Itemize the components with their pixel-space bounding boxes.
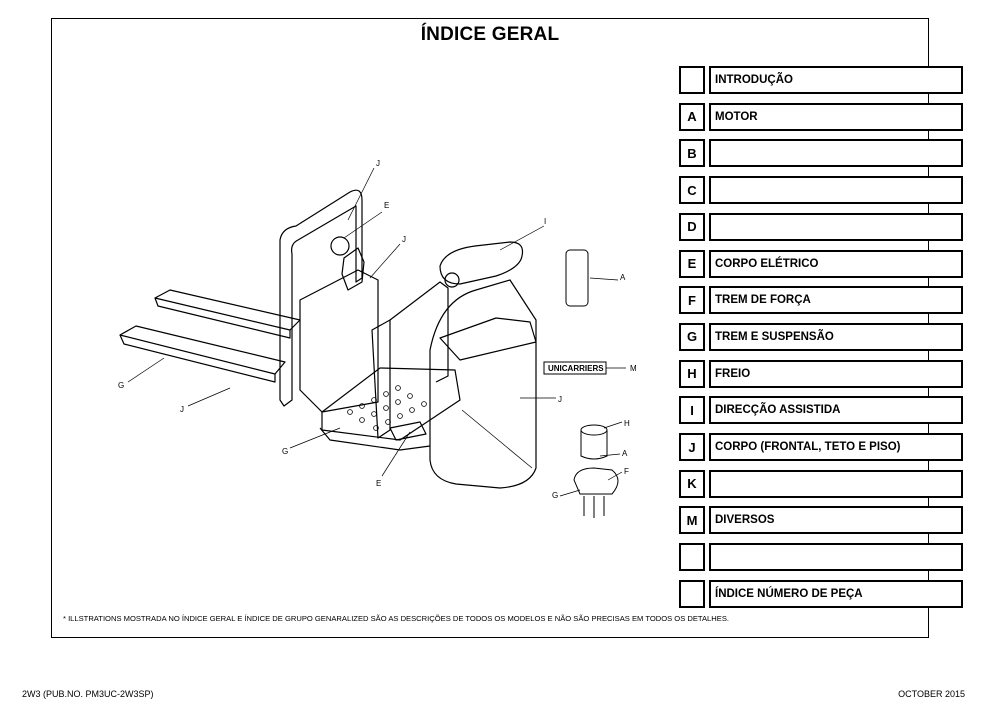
fork-lower-side xyxy=(119,334,276,383)
index-label: CORPO (FRONTAL, TETO E PISO) xyxy=(709,433,963,461)
illustration-note: * ILLSTRATIONS MOSTRADA NO ÍNDICE GERAL … xyxy=(63,614,730,623)
callout-label: M xyxy=(630,364,637,373)
index-letter: G xyxy=(679,322,705,351)
name-plate-text: UNICARRIERS xyxy=(548,364,604,373)
index-row-d[interactable]: D xyxy=(679,212,963,241)
index-label: DIRECÇÃO ASSISTIDA xyxy=(709,396,963,425)
index-label: FREIO xyxy=(709,359,963,388)
index-row-part-number[interactable]: ÍNDICE NÚMERO DE PEÇA xyxy=(679,579,963,608)
index-letter: F xyxy=(679,286,705,315)
side-panel xyxy=(299,269,379,413)
publication-number: 2W3 (PUB.NO. PM3UC-2W3SP) xyxy=(22,689,154,699)
steering-knob xyxy=(444,272,460,288)
callout-label: J xyxy=(558,395,562,404)
index-row-e[interactable]: E CORPO ELÉTRICO xyxy=(679,249,963,278)
index-label: TREM DE FORÇA xyxy=(709,286,963,315)
index-row-c[interactable]: C xyxy=(679,176,963,205)
index-row-j[interactable]: J CORPO (FRONTAL, TETO E PISO) xyxy=(679,433,963,461)
callout-label: J xyxy=(376,159,380,168)
index-label xyxy=(709,176,963,205)
index-letter xyxy=(679,579,705,608)
callout-label: I xyxy=(544,217,546,226)
index-row-blank[interactable] xyxy=(679,543,963,572)
callout-label: A xyxy=(622,449,628,458)
index-letter: C xyxy=(679,176,705,205)
index-row-b[interactable]: B xyxy=(679,139,963,168)
callout-label: F xyxy=(624,467,629,476)
index-letter xyxy=(679,543,705,572)
callout-label: G xyxy=(118,381,124,390)
index-letter: K xyxy=(679,469,705,498)
index-letter xyxy=(679,66,705,94)
callout-label: J xyxy=(180,405,184,414)
brake-detail-top xyxy=(580,424,608,436)
index-label: INTRODUÇÃO xyxy=(709,66,963,94)
index-letter: M xyxy=(679,506,705,535)
index-label: ÍNDICE NÚMERO DE PEÇA xyxy=(709,579,963,608)
index-row-a[interactable]: A MOTOR xyxy=(679,102,963,131)
display-screen xyxy=(341,247,365,291)
callout-label: E xyxy=(384,201,389,210)
index-row-i[interactable]: I DIRECÇÃO ASSISTIDA xyxy=(679,396,963,425)
index-letter: E xyxy=(679,249,705,278)
fork-upper-side xyxy=(154,297,291,339)
index-label: MOTOR xyxy=(709,102,963,131)
callout-label: J xyxy=(402,235,406,244)
body-top xyxy=(439,317,537,361)
publication-date: OCTOBER 2015 xyxy=(898,689,965,699)
backrest-frame xyxy=(279,189,363,407)
callout-label: G xyxy=(282,447,288,456)
index-label: DIVERSOS xyxy=(709,506,963,535)
index-letter: J xyxy=(679,433,705,461)
index-letter: B xyxy=(679,139,705,168)
callout-label: G xyxy=(552,491,558,500)
index-label xyxy=(709,212,963,241)
platform-holes xyxy=(347,385,427,431)
name-plate xyxy=(543,361,607,375)
index-label xyxy=(709,139,963,168)
callout-label: H xyxy=(624,419,630,428)
index-letter: D xyxy=(679,212,705,241)
index-row-g[interactable]: G TREM E SUSPENSÃO xyxy=(679,322,963,351)
index-label xyxy=(709,543,963,572)
index-row-f[interactable]: F TREM DE FORÇA xyxy=(679,286,963,315)
index-row-m[interactable]: M DIVERSOS xyxy=(679,506,963,535)
index-row-h[interactable]: H FREIO xyxy=(679,359,963,388)
steering-head xyxy=(439,241,524,285)
drive-unit-detail xyxy=(573,467,619,495)
page-title: ÍNDICE GERAL xyxy=(420,24,560,45)
index-row-k[interactable]: K xyxy=(679,469,963,498)
index-letter: H xyxy=(679,359,705,388)
chassis-step xyxy=(389,421,427,441)
fork-lower xyxy=(119,325,286,375)
callout-label: E xyxy=(376,479,381,488)
index-label: CORPO ELÉTRICO xyxy=(709,249,963,278)
callout-label: A xyxy=(620,273,626,282)
index-row-introducao[interactable]: INTRODUÇÃO xyxy=(679,66,963,94)
brake-detail-body xyxy=(580,430,608,460)
index-label xyxy=(709,469,963,498)
operator-guard xyxy=(389,281,449,383)
index-label: TREM E SUSPENSÃO xyxy=(709,322,963,351)
rear-post xyxy=(371,319,391,439)
display-knob xyxy=(330,236,350,256)
motor-detail xyxy=(565,249,589,307)
pallet-truck-illustration: UNICARRIERS J E J I A M J G J G E H A F … xyxy=(118,159,637,518)
main-body xyxy=(429,279,537,489)
index-letter: I xyxy=(679,396,705,425)
index-letter: A xyxy=(679,102,705,131)
